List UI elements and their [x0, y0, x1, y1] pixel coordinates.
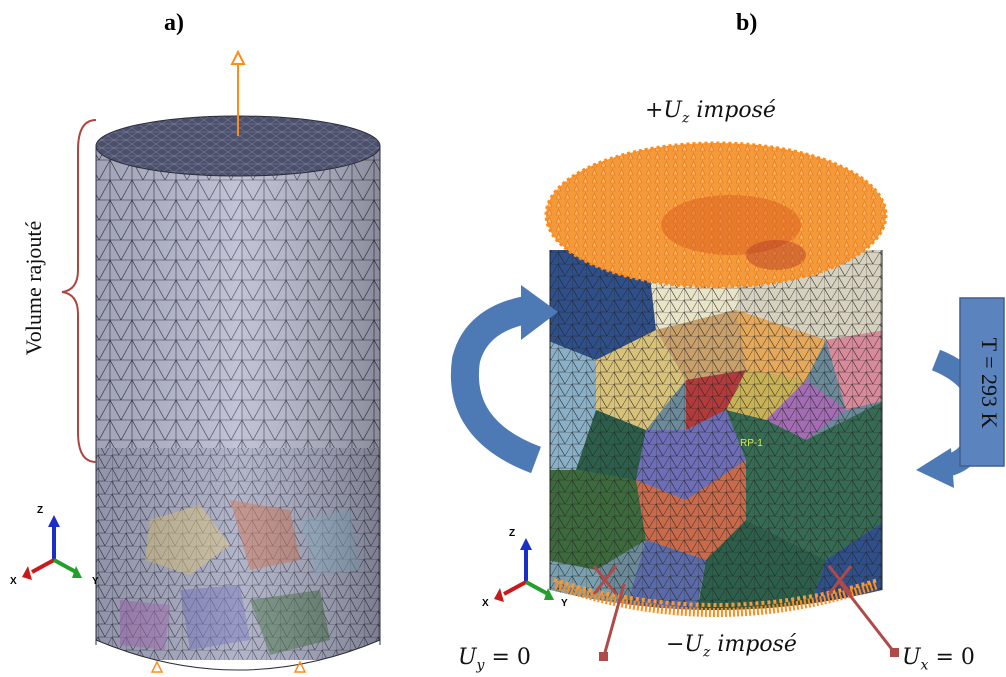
panel-a-label: a): [164, 10, 184, 36]
triad-b-x: X: [482, 598, 489, 609]
panel-b-figure: [450, 141, 1005, 661]
triad-a-x: X: [10, 576, 17, 587]
triad-b-y: Y: [561, 598, 568, 609]
ux-label: Ux = 0: [902, 645, 975, 674]
triad-b: [494, 538, 554, 602]
uy-label: Uy = 0: [458, 645, 531, 674]
panel-b-label: b): [736, 10, 758, 36]
triad-b-z: Z: [509, 528, 516, 539]
reference-point-label: RP-1: [740, 438, 763, 449]
triad-a-z: Z: [37, 505, 44, 516]
bottom-bc-label: −Uz imposé: [666, 632, 797, 661]
volume-added-label: Volume rajouté: [21, 220, 46, 356]
panel-a-figure: [22, 49, 381, 677]
top-bc-label: +Uz imposé: [645, 98, 776, 127]
triad-a: [22, 515, 82, 580]
temperature-label: T = 293 K: [977, 337, 1002, 429]
triad-a-y: Y: [92, 576, 99, 587]
